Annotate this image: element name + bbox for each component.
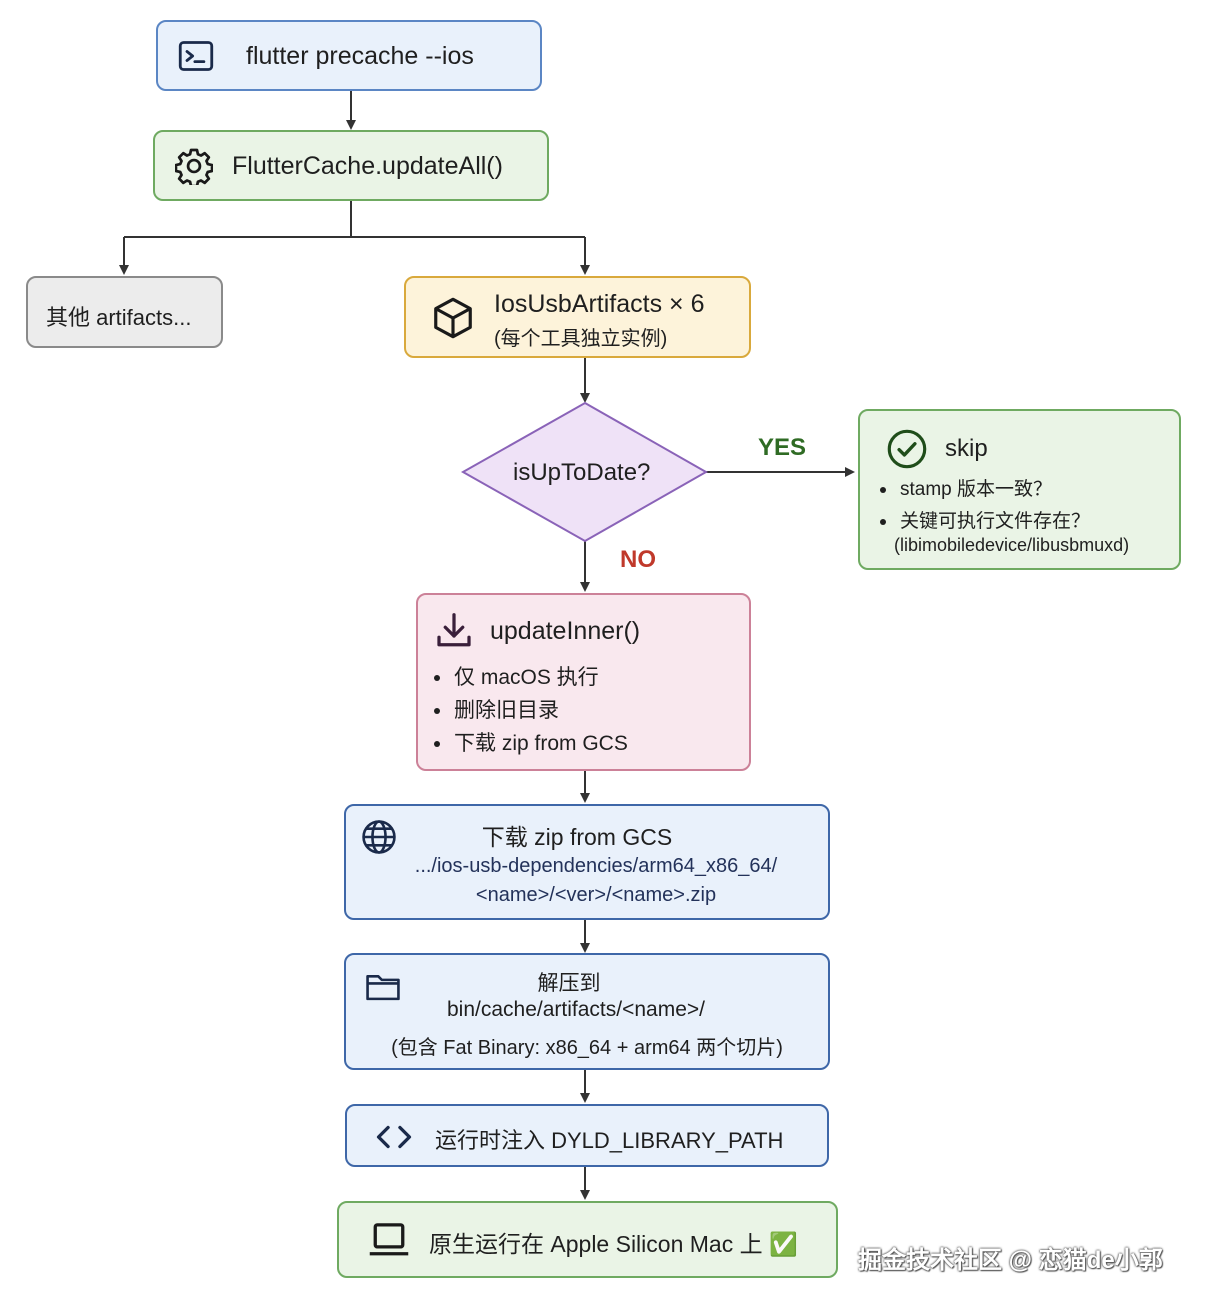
download-zip-node: 下载 zip from GCS .../ios-usb-dependencies… bbox=[344, 804, 830, 920]
list-item: 关键可执行文件存在？ bbox=[878, 506, 1090, 538]
ios-usb-subtitle: (每个工具独立实例) bbox=[494, 328, 668, 350]
download-path-1: .../ios-usb-dependencies/arm64_x86_64/ bbox=[414, 855, 778, 877]
list-item: stamp 版本一致？ bbox=[878, 474, 1090, 506]
list-item: 下载 zip from GCS bbox=[432, 727, 628, 760]
list-item: 删除旧目录 bbox=[432, 694, 628, 727]
native-label: 原生运行在 Apple Silicon Mac 上 ✅ bbox=[429, 1231, 798, 1257]
cube-icon bbox=[434, 297, 472, 339]
no-label: NO bbox=[620, 546, 656, 573]
skip-node: skip stamp 版本一致？ 关键可执行文件存在？ (libimobiled… bbox=[858, 409, 1181, 570]
update-all-node: FlutterCache.updateAll() bbox=[153, 130, 549, 201]
inject-node: 运行时注入 DYLD_LIBRARY_PATH bbox=[345, 1104, 829, 1167]
update-inner-bullets: 仅 macOS 执行 删除旧目录 下载 zip from GCS bbox=[432, 661, 628, 760]
download-icon bbox=[437, 613, 471, 647]
check-circle-icon bbox=[887, 429, 927, 469]
yes-label: YES bbox=[758, 434, 807, 461]
update-all-label: FlutterCache.updateAll() bbox=[232, 152, 503, 180]
update-inner-title: updateInner() bbox=[490, 617, 641, 645]
other-artifacts-node: 其他 artifacts... bbox=[26, 276, 223, 348]
skip-bullets: stamp 版本一致？ 关键可执行文件存在？ bbox=[878, 474, 1090, 538]
decision-diamond bbox=[460, 401, 709, 543]
watermark: 掘金技术社区 @ 恋猫de小郭 bbox=[858, 1247, 1163, 1274]
inject-label: 运行时注入 DYLD_LIBRARY_PATH bbox=[435, 1128, 784, 1153]
list-item: 仅 macOS 执行 bbox=[432, 661, 628, 694]
ios-usb-artifacts-node: IosUsbArtifacts × 6 (每个工具独立实例) bbox=[404, 276, 751, 358]
download-path-2: <name>/<ver>/<name>.zip bbox=[475, 884, 717, 906]
other-artifacts-label: 其他 artifacts... bbox=[46, 305, 192, 330]
globe-icon bbox=[362, 820, 396, 854]
gear-icon bbox=[175, 148, 213, 185]
precache-label: flutter precache --ios bbox=[246, 42, 474, 70]
decision-label: isUpToDate? bbox=[513, 459, 651, 486]
precache-node: flutter precache --ios bbox=[156, 20, 542, 91]
ios-usb-title: IosUsbArtifacts × 6 bbox=[494, 290, 705, 318]
extract-note: (包含 Fat Binary: x86_64 + arm64 两个切片) bbox=[391, 1037, 783, 1059]
skip-title: skip bbox=[945, 435, 988, 462]
laptop-icon bbox=[369, 1223, 409, 1256]
extract-title: 解压到 bbox=[537, 972, 601, 995]
skip-note: (libimobiledevice/libusbmuxd) bbox=[894, 535, 1130, 555]
folder-icon bbox=[366, 975, 400, 1001]
terminal-icon bbox=[178, 41, 214, 71]
extract-path: bin/cache/artifacts/<name>/ bbox=[447, 998, 705, 1021]
update-inner-node: updateInner() 仅 macOS 执行 删除旧目录 下载 zip fr… bbox=[416, 593, 751, 771]
native-node: 原生运行在 Apple Silicon Mac 上 ✅ bbox=[337, 1201, 838, 1278]
download-title: 下载 zip from GCS bbox=[481, 824, 673, 850]
extract-node: 解压到 bin/cache/artifacts/<name>/ (包含 Fat … bbox=[344, 953, 830, 1070]
code-icon bbox=[376, 1125, 412, 1149]
